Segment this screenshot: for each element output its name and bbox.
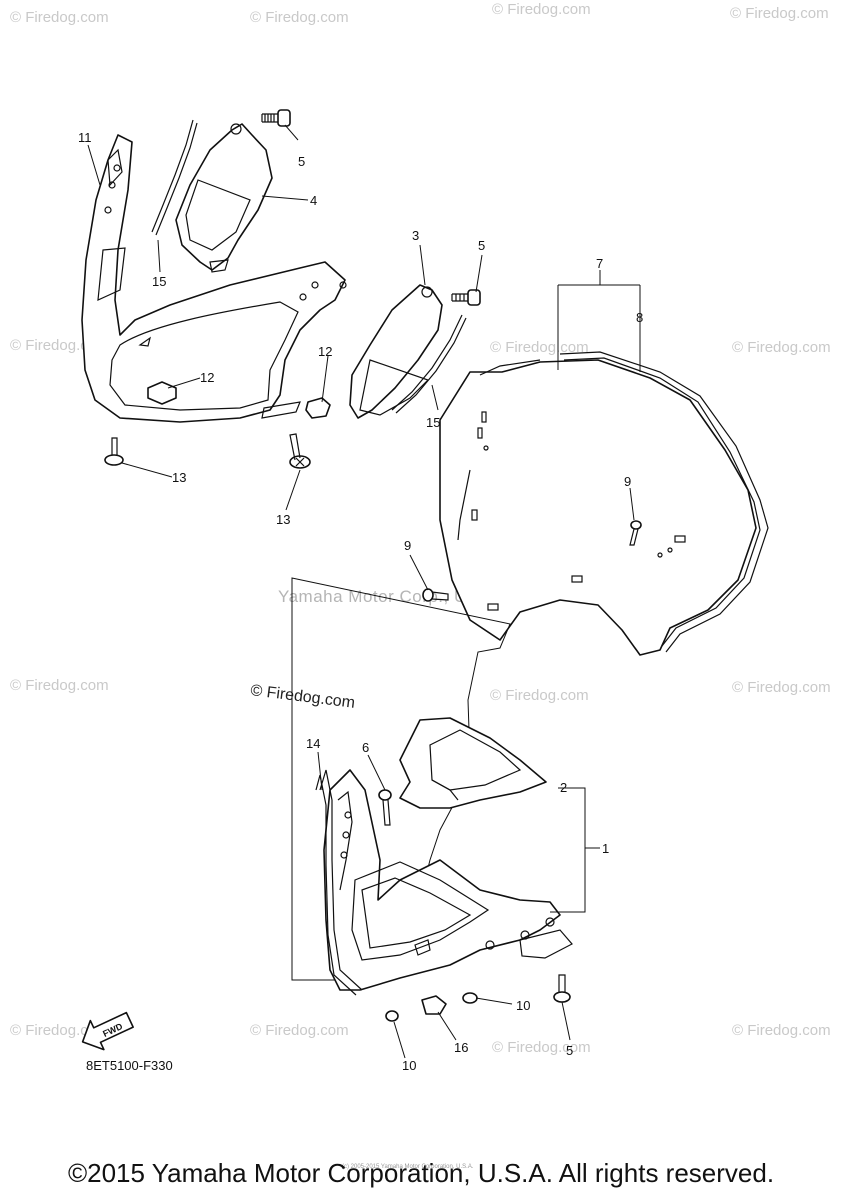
- part-2-visor: [399, 717, 547, 809]
- callout-16: 16: [454, 1040, 468, 1055]
- part-10-nut: [462, 992, 478, 1004]
- callout-8: 8: [636, 310, 643, 325]
- part-9-screw: [422, 588, 449, 602]
- watermark: © Firedog.com: [490, 687, 589, 704]
- watermark: © Firedog.com: [490, 339, 589, 356]
- diagram-code: 8ET5100-F330: [86, 1058, 173, 1073]
- part-15-seal-upper: [155, 122, 198, 236]
- copyright-footer: ©2015 Yamaha Motor Corporation, U.S.A. A…: [67, 1158, 775, 1188]
- callout-10: 10: [516, 998, 530, 1013]
- callout-5: 5: [478, 238, 485, 253]
- watermark: © Firedog.com: [10, 1022, 109, 1039]
- part-15-seal-upper: [151, 119, 194, 233]
- part-1-lower-cowl: [323, 769, 573, 991]
- part-12-nut: [305, 397, 331, 419]
- part-16-clip: [421, 995, 447, 1015]
- part-3-air-duct: [349, 284, 443, 419]
- callout-1: 1: [602, 841, 609, 856]
- watermark: © Firedog.com: [730, 5, 829, 22]
- watermark: © Firedog.com: [250, 1022, 349, 1039]
- part-6-screw: [378, 789, 392, 826]
- watermark-center: Yamaha Motor Corp., U.S.A.: [278, 587, 506, 606]
- watermark: © Firedog.com: [732, 1022, 831, 1039]
- callout-9: 9: [624, 474, 631, 489]
- fwd-arrow-icon: FWD: [81, 1011, 134, 1051]
- callout-6: 6: [362, 740, 369, 755]
- part-10-nut: [385, 1010, 399, 1022]
- watermark: © Firedog.com: [10, 677, 109, 694]
- callout-13: 13: [276, 512, 290, 527]
- watermark: © Firedog.com: [492, 1039, 591, 1056]
- bolt-5-bottom: [553, 974, 571, 1003]
- callout-5: 5: [298, 154, 305, 169]
- callout-12: 12: [318, 344, 332, 359]
- callout-15: 15: [152, 274, 166, 289]
- part-7-windshield: [439, 351, 769, 656]
- part-9-screw: [629, 520, 642, 546]
- part-15-seal-lower: [391, 314, 463, 411]
- watermark: © Firedog.com: [10, 9, 109, 26]
- callout-7: 7: [596, 256, 603, 271]
- callout-2: 2: [560, 780, 567, 795]
- watermark: © Firedog.com: [492, 1, 591, 18]
- callout-labels: 11 5 4 15 3 5 7 8 12 12 15 13 13 9 9 14 …: [78, 130, 643, 1073]
- callout-12: 12: [200, 370, 214, 385]
- callout-9: 9: [404, 538, 411, 553]
- part-13-screw: [104, 437, 124, 466]
- leader-lines: [87, 124, 641, 1059]
- callout-15: 15: [426, 415, 440, 430]
- watermark: © Firedog.com: [250, 9, 349, 26]
- callout-3: 3: [412, 228, 419, 243]
- callout-13: 13: [172, 470, 186, 485]
- watermark: © Firedog.com: [732, 679, 831, 696]
- watermark-dark: © Firedog.com: [250, 682, 356, 712]
- part-15-seal-lower: [395, 317, 467, 414]
- watermark: © Firedog.com: [732, 339, 831, 356]
- bolt-5-top: [261, 109, 291, 127]
- fine-print: (c) 2005-2015 Yamaha Motor Corporation, …: [342, 1164, 474, 1170]
- part-11-inner-panel: [81, 134, 347, 423]
- callout-11: 11: [78, 130, 92, 145]
- part-13-screw: [289, 433, 311, 469]
- callout-5: 5: [566, 1043, 573, 1058]
- callout-14: 14: [306, 736, 320, 751]
- part-4-air-duct: [175, 123, 273, 273]
- callout-10: 10: [402, 1058, 416, 1073]
- bolt-5-mid: [451, 289, 481, 306]
- callout-4: 4: [310, 193, 317, 208]
